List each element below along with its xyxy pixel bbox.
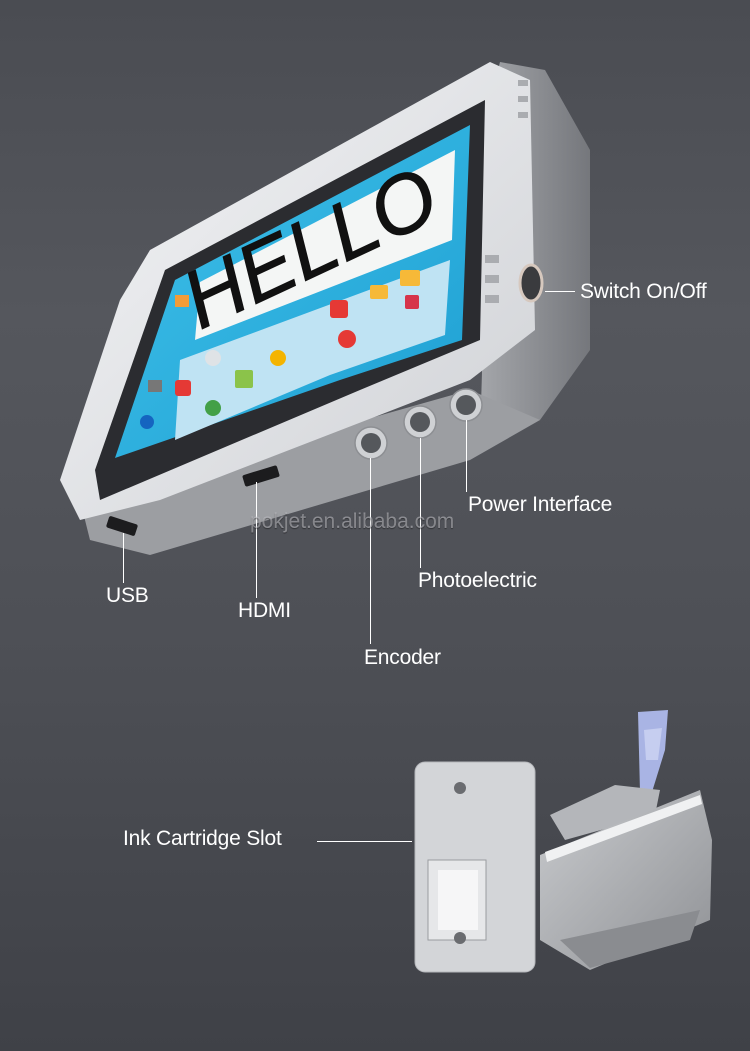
handheld-printer-illustration: HELLO: [60, 62, 590, 555]
switch-leader-line: [545, 291, 575, 292]
label-hdmi: HDMI: [238, 599, 291, 622]
hdmi-leader-line: [256, 482, 257, 598]
label-ink-cartridge-slot: Ink Cartridge Slot: [123, 827, 282, 850]
label-power-interface: Power Interface: [468, 493, 613, 516]
label-switch-on-off: Switch On/Off: [580, 280, 707, 303]
label-usb: USB: [106, 584, 149, 607]
encoder-leader-line: [370, 458, 371, 644]
watermark: pokjet.en.alibaba.com: [250, 510, 455, 533]
label-photoelectric: Photoelectric: [418, 569, 537, 592]
usb-leader-line: [123, 533, 124, 583]
label-encoder: Encoder: [364, 646, 441, 669]
ink-cartridge-slot-illustration: [414, 710, 712, 973]
power-leader-line: [466, 420, 467, 492]
photoelectric-leader-line: [420, 438, 421, 568]
cartridge-leader-line: [317, 841, 412, 842]
